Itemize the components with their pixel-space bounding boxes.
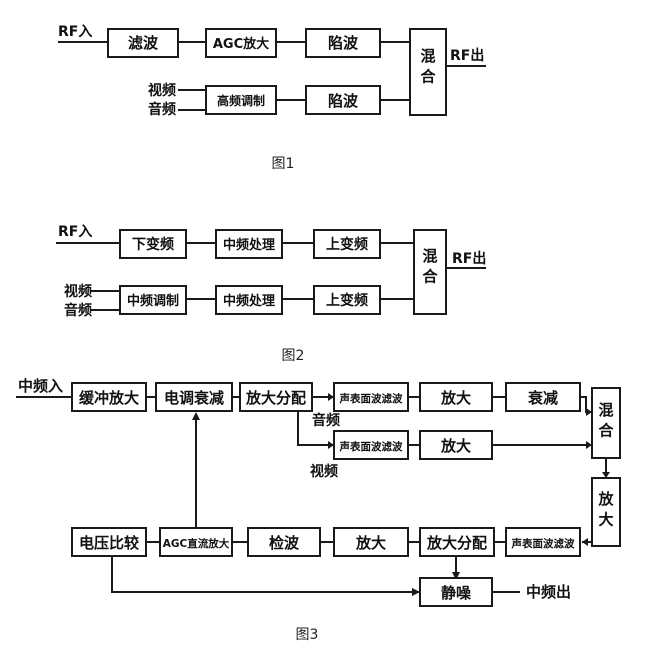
mixer-block-3 xyxy=(591,387,621,459)
audio-label-2: 音频 xyxy=(64,302,92,319)
figure-1-caption: 图1 xyxy=(272,156,295,172)
agc-dc-amp-block xyxy=(159,527,233,557)
arrow-to-saw-audio xyxy=(328,393,334,401)
amp-split-top-block xyxy=(239,382,313,412)
amp-video-block xyxy=(419,430,493,460)
agc-amp-label: AGC放大 xyxy=(213,36,269,52)
trap-bottom-label: 陷波 xyxy=(328,92,359,110)
rf-out-label-2: RF出 xyxy=(452,250,486,267)
arrow-to-squelch xyxy=(452,572,460,580)
buffer-amp-label: 缓冲放大 xyxy=(79,389,139,407)
detect-block xyxy=(247,527,321,557)
figure-3-caption: 图3 xyxy=(296,627,319,643)
filter-label: 滤波 xyxy=(128,34,159,52)
arrow-to-mixer-bottom xyxy=(586,441,592,449)
trap-top-label: 陷波 xyxy=(328,34,359,52)
video-label-3: 视频 xyxy=(310,463,338,480)
volt-compare-block xyxy=(71,527,147,557)
amp-split-bottom-block xyxy=(419,527,495,557)
arrow-compare-squelch xyxy=(412,588,420,596)
attenuate-label: 衰减 xyxy=(527,389,558,407)
squelch-block xyxy=(419,577,493,607)
upconv-top-label: 上变频 xyxy=(326,236,368,253)
if-proc-top-label: 中频处理 xyxy=(223,237,275,253)
if-proc-bottom-block xyxy=(215,285,283,315)
squelch-label: 静噪 xyxy=(441,584,472,602)
volt-compare-label: 电压比较 xyxy=(79,534,139,552)
arrow-to-saw-video xyxy=(328,441,334,449)
arrow-to-atten xyxy=(192,412,200,420)
video-label: 视频 xyxy=(148,82,176,99)
ev-atten-block xyxy=(155,382,233,412)
upconv-bottom-label: 上变频 xyxy=(326,292,368,309)
attenuate-block xyxy=(505,382,581,412)
saw-audio-label: 声表面波滤波 xyxy=(339,392,403,405)
rf-in-label-2: RF入 xyxy=(58,224,92,240)
agc-dc-amp-label: AGC直流放大 xyxy=(163,537,230,550)
ev-atten-label: 电调衰减 xyxy=(164,389,224,407)
mixer-block-2 xyxy=(413,229,447,315)
video-label-2: 视频 xyxy=(64,283,92,300)
hf-mod-label: 高频调制 xyxy=(217,93,265,108)
detect-label: 检波 xyxy=(269,534,300,552)
trap-bottom-block xyxy=(305,85,381,115)
amp-right-label: 放大 xyxy=(597,490,614,528)
saw-bottom-block xyxy=(505,527,581,557)
saw-audio-block xyxy=(333,382,409,412)
audio-label-3: 音频 xyxy=(312,412,340,429)
if-mod-block xyxy=(119,285,187,315)
rf-in-label: RF入 xyxy=(58,24,92,40)
agc-amp-block xyxy=(205,28,277,58)
saw-video-block xyxy=(333,430,409,460)
upconv-bottom-block xyxy=(313,285,381,315)
mixer-label-3: 混合 xyxy=(597,401,614,439)
amp-right-block xyxy=(591,477,621,547)
mixer-block xyxy=(409,28,447,116)
if-proc-top-block xyxy=(215,229,283,259)
figure-1: RF入 滤波 AGC放大 陷波 高频调制 陷波 视频 音频 混合 RF出 图1 xyxy=(58,24,486,172)
arrow-to-saw-bottom xyxy=(582,538,588,546)
upconv-top-block xyxy=(313,229,381,259)
amp-video-label: 放大 xyxy=(440,437,471,455)
saw-bottom-label: 声表面波滤波 xyxy=(511,537,575,550)
arrow-to-amp-right xyxy=(602,472,610,478)
amp-audio-block xyxy=(419,382,493,412)
filter-block xyxy=(107,28,179,58)
hf-mod-block xyxy=(205,85,277,115)
figure-2-caption: 图2 xyxy=(282,348,305,364)
rf-out-label: RF出 xyxy=(450,47,484,64)
mixer-label: 混合 xyxy=(419,47,436,85)
downconv-block xyxy=(119,229,187,259)
downconv-label: 下变频 xyxy=(132,236,174,253)
audio-label: 音频 xyxy=(148,101,176,118)
figure-3: 中频入 缓冲放大 电调衰减 放大分配 声表面波滤波 放大 衰减 音频 声表面波滤… xyxy=(16,377,621,643)
split-video-line xyxy=(297,411,334,446)
if-mod-label: 中频调制 xyxy=(127,293,179,309)
trap-top-block xyxy=(305,28,381,58)
amp-audio-label: 放大 xyxy=(440,389,471,407)
saw-video-label: 声表面波滤波 xyxy=(339,440,403,453)
compare-squelch-line xyxy=(111,556,420,593)
figure-2: RF入 下变频 中频处理 上变频 中频调制 中频处理 上变频 视频 音频 混合 … xyxy=(56,224,486,364)
amp-bottom-label: 放大 xyxy=(355,534,386,552)
if-proc-bottom-label: 中频处理 xyxy=(223,293,275,309)
amp-split-bottom-label: 放大分配 xyxy=(426,534,487,552)
buffer-amp-block xyxy=(71,382,147,412)
amp-bottom-block xyxy=(333,527,409,557)
amp-split-top-label: 放大分配 xyxy=(245,389,306,407)
arrow-to-mixer-top xyxy=(586,408,592,416)
if-out-label: 中频出 xyxy=(526,583,571,601)
mixer-label-2: 混合 xyxy=(421,247,438,285)
if-in-label: 中频入 xyxy=(18,377,63,395)
